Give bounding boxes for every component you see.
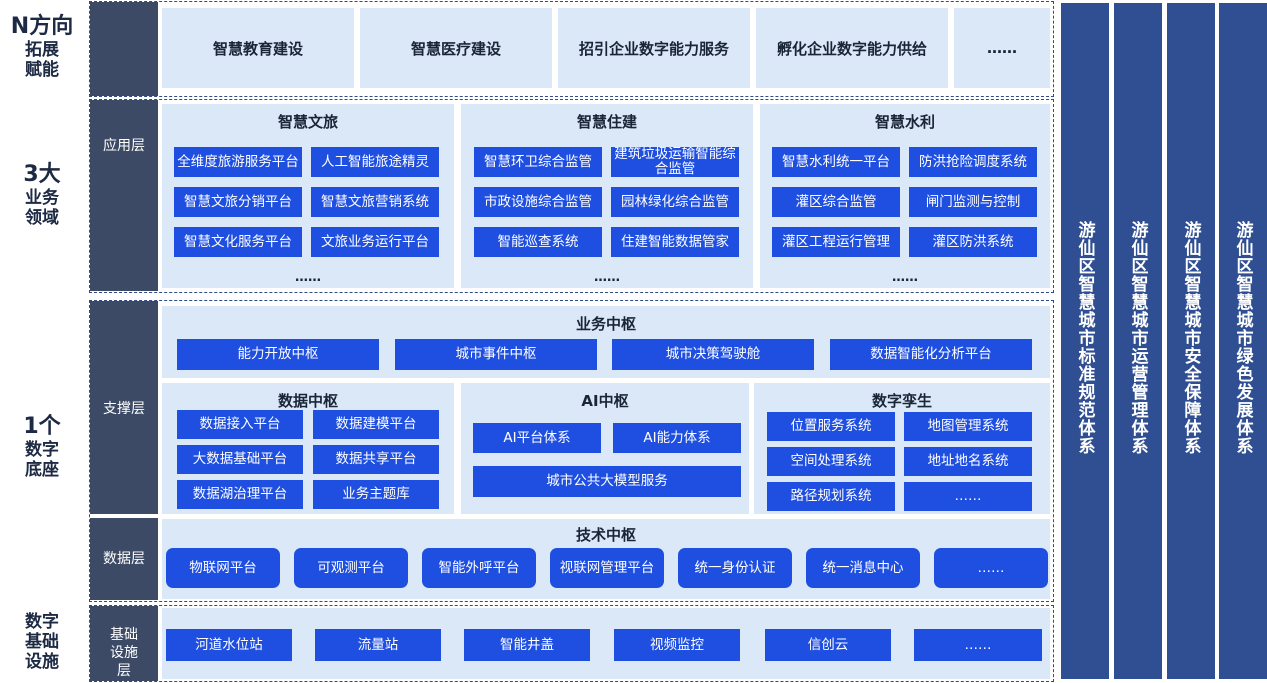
data-hub-item-1: 数据接入平台	[177, 410, 303, 439]
system-operations: 游仙区智慧城市运营管理体系	[1114, 3, 1162, 679]
infra-item-1: 河道水位站	[166, 629, 292, 661]
twin-item-1: 位置服务系统	[767, 412, 895, 441]
housing-item-3: 市政设施综合监管	[474, 187, 602, 217]
data-hub-item-3: 大数据基础平台	[177, 445, 303, 474]
top-card-enterprise-service: 招引企业数字能力服务	[558, 8, 750, 88]
twin-item-3: 空间处理系统	[767, 447, 895, 476]
housing-item-1: 智慧环卫综合监管	[474, 147, 602, 177]
infra-item-4: 视频监控	[614, 629, 740, 661]
system-security: 游仙区智慧城市安全保障体系	[1167, 3, 1215, 679]
water-item-5: 灌区工程运行管理	[772, 227, 900, 257]
housing-item-6: 住建智能数据管家	[611, 227, 739, 257]
navy-block-support	[90, 301, 158, 514]
housing-title: 智慧住建	[576, 113, 637, 131]
ai-hub-item-2: AI能力体系	[613, 423, 741, 453]
business-hub-item-4: 数据智能化分析平台	[830, 339, 1032, 370]
layer-infra-label: 基础设施层	[110, 627, 138, 679]
business-hub-title: 业务中枢	[575, 315, 636, 333]
water-item-6: 灌区防洪系统	[909, 227, 1037, 257]
top-card-more: ……	[954, 8, 1050, 88]
ai-hub-title: AI中枢	[581, 392, 629, 410]
tourism-item-3: 智慧文旅分销平台	[174, 187, 302, 217]
business-hub-item-1: 能力开放中枢	[177, 339, 379, 370]
ai-hub-item-1: AI平台体系	[473, 423, 601, 453]
label-n-direction: N方向 拓展 赋能	[10, 14, 74, 80]
data-hub-item-2: 数据建模平台	[313, 410, 439, 439]
tech-hub-item-6: 统一消息中心	[806, 548, 920, 588]
tourism-item-4: 智慧文旅营销系统	[311, 187, 439, 217]
housing-item-4: 园林绿化综合监管	[611, 187, 739, 217]
tech-hub-item-3: 智能外呼平台	[422, 548, 536, 588]
navy-block-infra	[90, 606, 158, 681]
water-item-4: 闸门监测与控制	[909, 187, 1037, 217]
tech-hub-item-2: 可观测平台	[294, 548, 408, 588]
layer-support-label: 支撑层	[103, 401, 145, 417]
tourism-item-2: 人工智能旅途精灵	[311, 147, 439, 177]
data-hub-item-5: 数据湖治理平台	[177, 480, 303, 509]
tourism-item-5: 智慧文化服务平台	[174, 227, 302, 257]
top-card-enterprise-supply: 孵化企业数字能力供给	[756, 8, 948, 88]
infra-item-5: 信创云	[765, 629, 891, 661]
top-card-education: 智慧教育建设	[162, 8, 354, 88]
twin-title: 数字孪生	[871, 392, 932, 410]
tech-hub-title: 技术中枢	[575, 526, 636, 544]
frame-support-data	[89, 300, 1054, 602]
water-title: 智慧水利	[874, 113, 935, 131]
infra-item-6: ……	[914, 629, 1042, 661]
twin-item-2: 地图管理系统	[904, 412, 1032, 441]
twin-item-6: ……	[904, 482, 1032, 511]
tech-hub-item-7: ……	[934, 548, 1048, 588]
water-more: ……	[892, 270, 918, 285]
water-item-1: 智慧水利统一平台	[772, 147, 900, 177]
ai-hub-item-3: 城市公共大模型服务	[473, 466, 741, 497]
system-standards: 游仙区智慧城市标准规范体系	[1061, 3, 1109, 679]
tourism-title: 智慧文旅	[277, 113, 338, 131]
tech-hub-item-5: 统一身份认证	[678, 548, 792, 588]
tourism-more: ……	[295, 270, 321, 285]
tech-hub-item-4: 视联网管理平台	[550, 548, 664, 588]
frame-top	[89, 1, 1054, 97]
navy-block-top	[90, 2, 158, 96]
infra-item-2: 流量站	[315, 629, 441, 661]
layer-app-label: 应用层	[103, 138, 145, 154]
twin-item-4: 地址地名系统	[904, 447, 1032, 476]
label-digital-base: 1个 数字 底座	[23, 414, 61, 480]
navy-block-data	[90, 518, 158, 600]
data-hub-title: 数据中枢	[277, 392, 338, 410]
data-hub-item-4: 数据共享平台	[313, 445, 439, 474]
infra-item-3: 智能井盖	[464, 629, 590, 661]
layer-data-label: 数据层	[103, 551, 145, 567]
twin-item-5: 路径规划系统	[767, 482, 895, 511]
frame-infra	[89, 605, 1054, 682]
housing-item-5: 智能巡查系统	[474, 227, 602, 257]
housing-more: ……	[594, 270, 620, 285]
business-hub-item-2: 城市事件中枢	[395, 339, 597, 370]
top-card-medical: 智慧医疗建设	[360, 8, 552, 88]
frame-app	[89, 99, 1054, 293]
housing-item-2: 建筑垃圾运输智能综合监管	[611, 147, 739, 177]
tourism-item-6: 文旅业务运行平台	[311, 227, 439, 257]
data-hub-item-6: 业务主题库	[313, 480, 439, 509]
navy-block-app	[90, 100, 158, 291]
water-item-3: 灌区综合监管	[772, 187, 900, 217]
tourism-item-1: 全维度旅游服务平台	[174, 147, 302, 177]
system-green: 游仙区智慧城市绿色发展体系	[1219, 3, 1267, 679]
panel-infra	[162, 608, 1050, 679]
tech-hub-item-1: 物联网平台	[166, 548, 280, 588]
label-digital-infra: 数字 基础 设施	[25, 612, 59, 672]
business-hub-item-3: 城市决策驾驶舱	[612, 339, 814, 370]
label-three-domains: 3大 业务 领域	[23, 162, 61, 228]
water-item-2: 防洪抢险调度系统	[909, 147, 1037, 177]
